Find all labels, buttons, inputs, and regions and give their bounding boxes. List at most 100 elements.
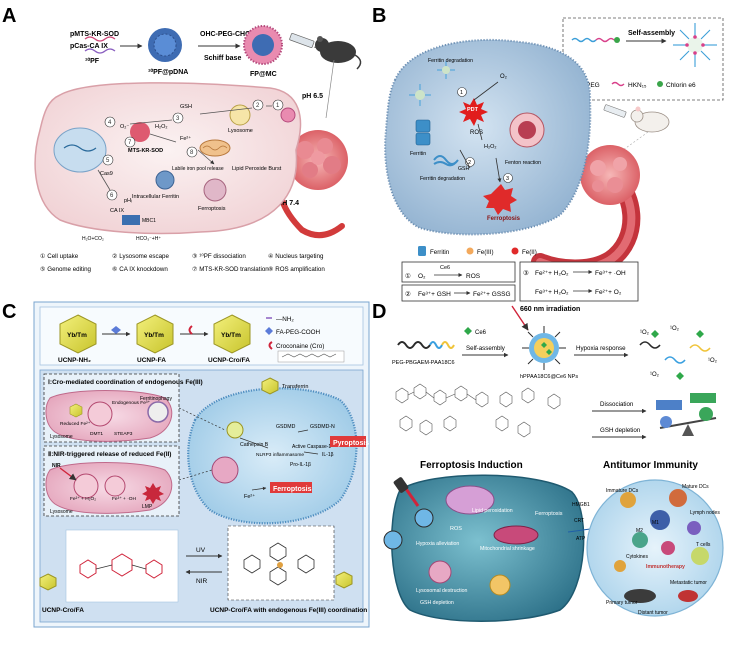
ce6-diamond-d <box>464 327 472 335</box>
label-labile-a: Labile iron pool release <box>172 166 224 172</box>
label-cathepsin: Cathepsin B <box>240 442 269 448</box>
mouse-icon-b <box>630 106 670 133</box>
fpmc-core <box>252 34 274 56</box>
cas9-dna <box>63 144 97 152</box>
panel-b: B Self-assembly PEG HKN₁₅ Chlorin e6 <box>372 5 724 302</box>
irradiation-arrow <box>511 305 529 331</box>
label-10pf: ¹⁰PF <box>85 57 100 65</box>
label-ce6-b: Chlorin e6 <box>666 82 696 89</box>
reaction-1-lhs: O₂ <box>418 273 426 280</box>
tumor-a <box>276 130 348 239</box>
np-cell-d <box>414 508 434 528</box>
label-mito-d: Mitochondrial shrinkage <box>480 546 535 552</box>
label-cas9-a: Cas9 <box>100 171 113 177</box>
lysosome-d <box>428 560 452 584</box>
lysosome-c-2 <box>73 473 99 499</box>
label-t-cells: T cells <box>696 542 711 548</box>
label-fe2-a: Fe²⁺ <box>180 135 191 142</box>
label-pdna: ¹⁰PF@pDNA <box>148 68 188 76</box>
label-m2: M2 <box>636 528 643 534</box>
panel-a: A pMTS-KR-SOD pCas-CA IX ¹⁰PF ¹⁰PF@pDNA … <box>2 5 362 273</box>
label-ferroptosis-c: Ferroptosis <box>273 486 312 493</box>
immune-cells <box>614 489 709 603</box>
label-lysosome-c-2: Lysosome <box>50 509 73 515</box>
label-endogenous-fe3: Endogenous Fe³⁺ <box>112 400 150 406</box>
sod-a <box>130 122 150 142</box>
reaction-2-rhs: Fe²⁺+ GSSG <box>473 291 511 298</box>
hkn-chain-b <box>595 37 615 43</box>
label-gsh-depletion: GSH depletion <box>600 427 641 434</box>
panel-c: C Yb/Tm UCNP-NH₂ Yb/Tm UCNP-FA Yb/Tm UCN… <box>2 301 370 628</box>
reaction-4-rhs: Fe²⁺+ O₂ <box>595 289 622 296</box>
step-markers-b: 1 2 3 <box>457 87 513 183</box>
nucleus-a <box>53 127 107 173</box>
label-pyroptosis: Pyroptosis <box>333 440 369 447</box>
lysosome-c-1 <box>87 401 113 427</box>
svg-text:1: 1 <box>460 90 463 96</box>
label-schiff: Schiff base <box>204 55 241 62</box>
caix-a <box>122 215 140 225</box>
label-atp: ATP <box>576 536 586 542</box>
label-irradiation: 660 nm irradiation <box>520 306 580 313</box>
dna-strand-1 <box>84 36 116 42</box>
ferroptosis-cell-a <box>203 178 227 202</box>
cro-structure-left <box>79 553 163 579</box>
svg-text:¹O₂: ¹O₂ <box>670 326 680 332</box>
label-ucnp-fa: UCNP-FA <box>137 357 166 364</box>
pdt-burst: PDT <box>459 98 488 126</box>
label-lysosomal-d: Lysosomal destruction <box>416 588 468 594</box>
ucnp-fa: Yb/Tm <box>136 314 174 354</box>
label-ros-d: ROS <box>450 526 462 532</box>
svg-text:8: 8 <box>190 150 194 156</box>
np-outside-d <box>383 530 403 550</box>
flow-arrows-b <box>459 81 500 182</box>
label-ferroptosis-a: Ferroptosis <box>198 206 226 212</box>
syringe-icon-b <box>603 104 627 118</box>
label-gsh-b: GSH <box>458 166 469 172</box>
flow-arrows-c <box>239 429 319 490</box>
title-antitumor-immunity: Antitumor Immunity <box>603 460 698 471</box>
ferritin-a <box>155 170 175 190</box>
step-markers-a: 1 2 3 4 5 6 7 8 <box>102 99 284 201</box>
legend-a-3: ③ ¹⁰PF dissociation <box>192 253 246 260</box>
label-pmts: pMTS-KR-SOD <box>70 31 119 38</box>
label-fe2-h2o2: Fe²⁺ + H₂O₂ <box>70 496 96 502</box>
legend-hkn-line <box>611 81 625 87</box>
label-ferritin-b: Ferritin <box>410 151 426 157</box>
ucnp-bottom-left <box>39 573 57 591</box>
micelle-b-cell-2 <box>437 61 455 79</box>
label-lipid-a: Lipid Peroxide Burst <box>232 166 282 172</box>
label-ohc-peg: OHC-PEG-CHO <box>200 31 251 38</box>
ucnp-cro-fa: Yb/Tm <box>213 314 251 354</box>
label-lysosome-a: Lysosome <box>228 128 253 134</box>
reaction-box-1 <box>401 261 516 283</box>
panel-c-letter: C <box>2 301 16 323</box>
reaction-box-3 <box>519 261 639 302</box>
label-distant: Distant tumor <box>638 610 668 616</box>
structure-box-left <box>65 529 179 603</box>
pdna-particle-inner <box>153 33 177 57</box>
svg-text:5: 5 <box>106 158 110 164</box>
label-dmt1: DMT1 <box>90 431 103 437</box>
label-o2-a: O₂⁻ <box>120 124 129 130</box>
legend-c-fa: FA-PEG-COOH <box>276 329 321 336</box>
label-mbc1-a: MBC1 <box>142 218 156 224</box>
label-hco3: HCO₃⁻+H⁺ <box>136 236 161 242</box>
legend-a-7: ⑦ MTS-KR-SOD translation <box>192 266 269 273</box>
svg-text:3: 3 <box>176 116 180 122</box>
legend-a-8: ⑧ ROS amplification <box>268 266 325 273</box>
label-ferritin-a: Intracellular Ferritin <box>132 194 179 200</box>
label-hkn-b: HKN₁₅ <box>628 82 647 89</box>
reaction-3-lhs: Fe²⁺+ H₂O₂ <box>535 270 569 277</box>
cro-structure-right <box>243 542 315 586</box>
label-ucnp-cro-fa: UCNP-Cro/FA <box>208 357 250 364</box>
label-ucnp-nh2: UCNP-NH₂ <box>58 357 91 364</box>
box-i-title: Ⅰ:Cro-mediated coordination of endogenou… <box>48 378 203 386</box>
transferrin-receptor <box>261 377 279 395</box>
legend-b: Ferritin Fe(III) Fe(II) <box>418 246 537 256</box>
flow-arrows-a <box>97 105 272 191</box>
label-peg-b: PEG <box>586 82 600 89</box>
legend-a-6: ⑥ CA IX knockdown <box>112 266 168 273</box>
cell-d <box>390 474 585 622</box>
label-gsh-a: GSH <box>180 104 192 110</box>
